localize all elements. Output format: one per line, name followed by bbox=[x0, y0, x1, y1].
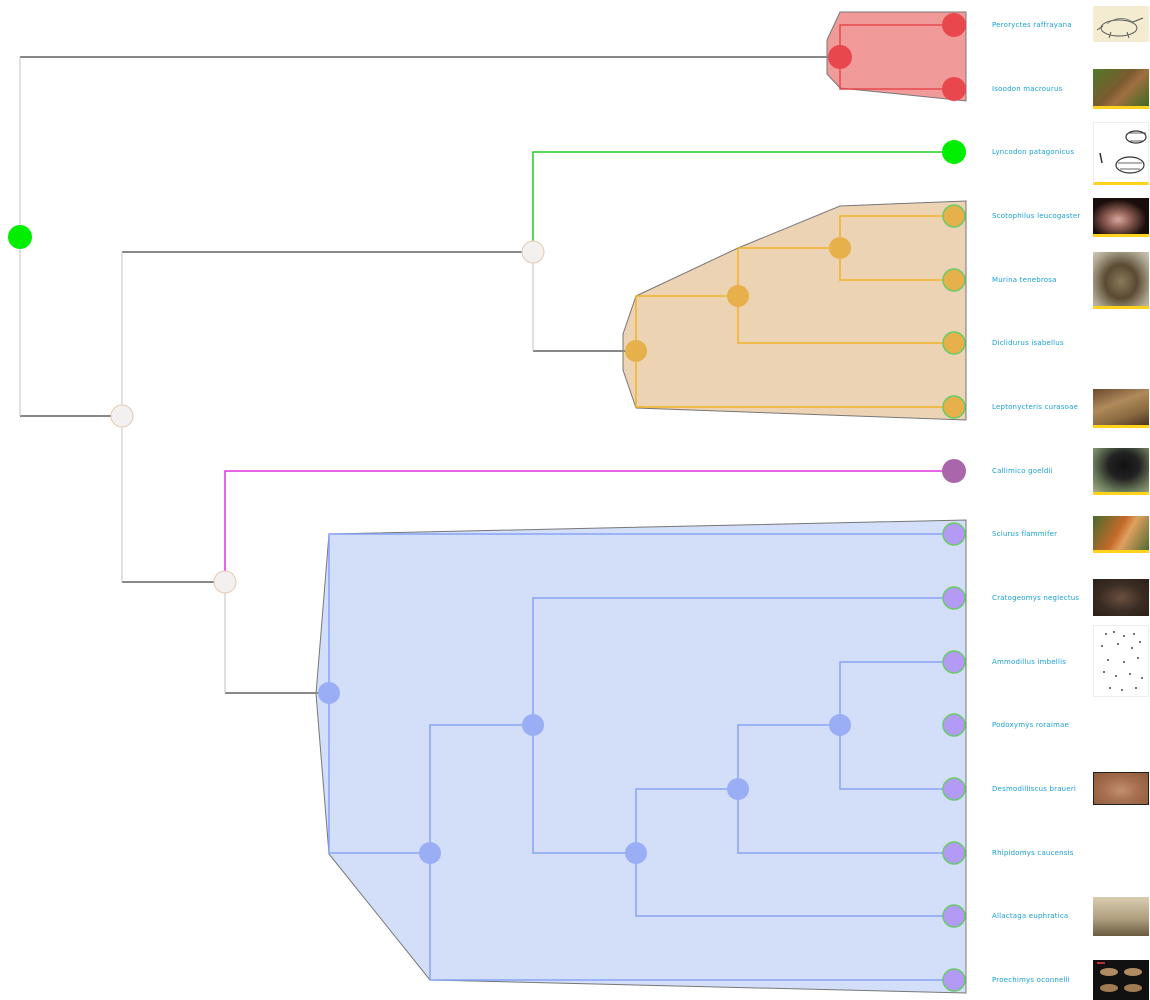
sketch-marsupial-image[interactable] bbox=[1093, 6, 1149, 42]
clade-hull-blue bbox=[315, 519, 967, 994]
blue-clade-node[interactable] bbox=[419, 842, 441, 864]
gerbil-photo[interactable] bbox=[1093, 772, 1149, 805]
leaf-node[interactable] bbox=[942, 968, 966, 992]
green-branch bbox=[532, 151, 954, 252]
taxon-label[interactable]: Peroryctes raffrayana bbox=[992, 21, 1072, 29]
taxon-label[interactable]: Isoodon macrourus bbox=[992, 85, 1063, 93]
leaf-node[interactable] bbox=[942, 13, 966, 37]
leaf-node[interactable] bbox=[942, 77, 966, 101]
internal-node[interactable] bbox=[521, 240, 545, 264]
gopher-photo[interactable] bbox=[1093, 579, 1149, 616]
purple-branch bbox=[224, 470, 954, 582]
leaf-node[interactable] bbox=[942, 395, 966, 419]
blue-clade-node[interactable] bbox=[318, 682, 340, 704]
leaf-node[interactable] bbox=[942, 331, 966, 355]
squirrel-photo[interactable] bbox=[1093, 516, 1149, 553]
blue-clade-node[interactable] bbox=[727, 778, 749, 800]
leaf-node[interactable] bbox=[942, 204, 966, 228]
dotted-sketch-image[interactable] bbox=[1093, 625, 1149, 697]
blue-clade-node[interactable] bbox=[522, 714, 544, 736]
skull-sketch-image[interactable] bbox=[1093, 122, 1149, 185]
orange-clade-node[interactable] bbox=[727, 285, 749, 307]
jerboa-photo[interactable] bbox=[1093, 897, 1149, 936]
leaf-node[interactable] bbox=[942, 268, 966, 292]
taxon-label[interactable]: Lyncodon patagonicus bbox=[992, 148, 1074, 156]
taxon-label[interactable]: Leptonycteris curasoae bbox=[992, 403, 1078, 411]
taxon-label[interactable]: Callimico goeldii bbox=[992, 467, 1053, 475]
taxon-label[interactable]: Podoxymys roraimae bbox=[992, 721, 1069, 729]
bat-photo[interactable] bbox=[1093, 198, 1149, 237]
clade-hull-orange bbox=[622, 200, 967, 421]
blue-clade-node[interactable] bbox=[625, 842, 647, 864]
leaf-node[interactable] bbox=[942, 713, 966, 737]
taxon-label[interactable]: Allactaga euphratica bbox=[992, 912, 1068, 920]
blue-clade-node[interactable] bbox=[829, 714, 851, 736]
leaf-node[interactable] bbox=[942, 650, 966, 674]
taxon-label[interactable]: Diclidurus isabellus bbox=[992, 339, 1064, 347]
leaf-node[interactable] bbox=[942, 841, 966, 865]
taxon-label[interactable]: Scotophilus leucogaster bbox=[992, 212, 1080, 220]
internal-node[interactable] bbox=[110, 404, 134, 428]
skull-plate-photo[interactable] bbox=[1093, 960, 1149, 1000]
bandicoot-photo[interactable] bbox=[1093, 69, 1149, 109]
taxon-label[interactable]: Desmodilliscus braueri bbox=[992, 785, 1076, 793]
leaf-node[interactable] bbox=[942, 586, 966, 610]
backbone-branches bbox=[20, 56, 840, 694]
bat-face-photo[interactable] bbox=[1093, 252, 1149, 309]
leaf-node[interactable] bbox=[942, 140, 966, 164]
leaf-node[interactable] bbox=[942, 459, 966, 483]
leaf-node[interactable] bbox=[942, 522, 966, 546]
leaf-labels: Peroryctes raffrayana Isoodon macrourus … bbox=[992, 21, 1080, 984]
taxon-label[interactable]: Rhipidomys caucensis bbox=[992, 849, 1074, 857]
taxon-label[interactable]: Proechimys oconnelli bbox=[992, 976, 1070, 984]
root-node[interactable] bbox=[8, 225, 32, 249]
red-clade-node[interactable] bbox=[828, 45, 852, 69]
blue-clade-branches bbox=[328, 533, 954, 981]
taxon-label[interactable]: Sciurus flammifer bbox=[992, 530, 1057, 538]
internal-node[interactable] bbox=[213, 570, 237, 594]
taxon-label[interactable]: Cratogeomys neglectus bbox=[992, 594, 1079, 602]
bat-feeding-photo[interactable] bbox=[1093, 389, 1149, 428]
orange-clade-node[interactable] bbox=[829, 237, 851, 259]
leaf-node[interactable] bbox=[942, 777, 966, 801]
orange-clade-node[interactable] bbox=[625, 340, 647, 362]
taxon-label[interactable]: Murina tenebrosa bbox=[992, 276, 1057, 284]
taxon-label[interactable]: Ammodillus imbellis bbox=[992, 658, 1066, 666]
monkey-photo[interactable] bbox=[1093, 448, 1149, 495]
leaf-node[interactable] bbox=[942, 904, 966, 928]
